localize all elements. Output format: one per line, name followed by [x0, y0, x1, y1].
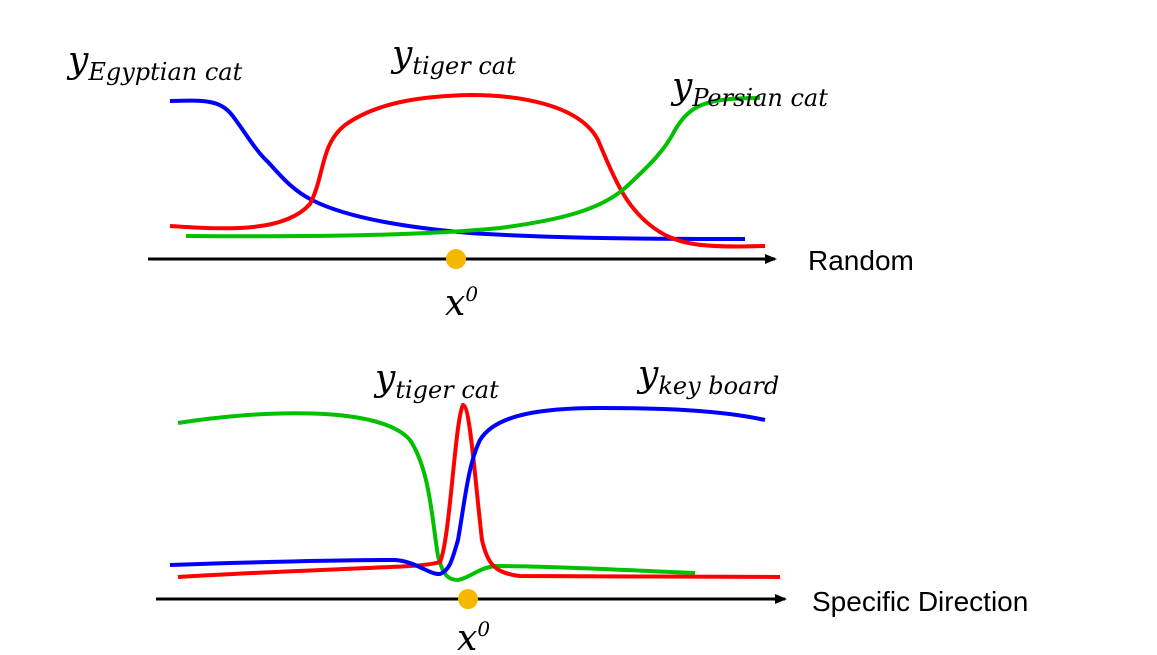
persian-cat-curve [185, 96, 761, 239]
green-curve-bottom [177, 411, 696, 583]
x0-point-top [446, 249, 466, 269]
bottom-panel: Specific Direction x0 ytiger cat ykey bo… [156, 354, 1028, 655]
specific-direction-label: Specific Direction [812, 586, 1028, 617]
egyptian-cat-curve [169, 98, 746, 241]
top-panel: Random x0 yEgyptian cat ytiger cat yPers… [66, 34, 914, 324]
tiger-cat-curve-top [169, 92, 766, 249]
keyboard-curve [169, 405, 766, 576]
egyptian-cat-label: yEgyptian cat [66, 40, 243, 86]
persian-cat-label: yPersian cat [670, 66, 828, 112]
x0-label-bottom: x0 [457, 617, 490, 655]
random-axis-label: Random [808, 245, 914, 276]
tiger-cat-label-bottom: ytiger cat [373, 358, 499, 404]
red-curve-bottom [177, 402, 781, 579]
keyboard-label: ykey board [636, 354, 779, 400]
x0-label-top: x0 [445, 282, 478, 324]
tiger-cat-label-top: ytiger cat [390, 34, 516, 80]
x0-point-bottom [458, 589, 478, 609]
